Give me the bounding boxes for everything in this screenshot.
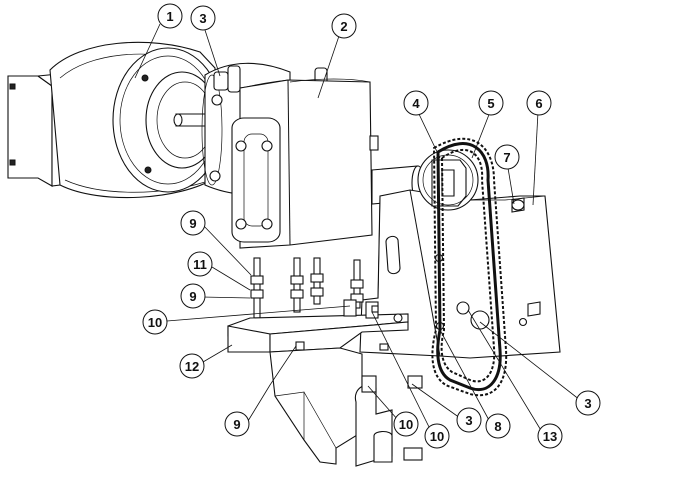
callout-circle [403, 90, 429, 116]
callout-circle [224, 411, 250, 437]
callout-circle [187, 251, 213, 277]
callout-number: 8 [494, 419, 501, 434]
callout-number: 13 [543, 429, 557, 444]
callout-3-top: 3 [190, 5, 216, 31]
callout-number: 11 [193, 257, 207, 272]
callout-number: 10 [430, 429, 444, 444]
threaded-studs [250, 257, 364, 319]
callout-9-upper: 9 [180, 210, 206, 236]
callout-number: 3 [465, 413, 472, 428]
callout-number: 3 [199, 11, 206, 26]
callout-1: 1 [157, 3, 183, 29]
callout-10-left: 10 [142, 309, 168, 335]
callout-13: 13 [537, 423, 563, 449]
callout-6: 6 [526, 90, 552, 116]
callout-10-bottom: 10 [424, 423, 450, 449]
callout-number: 10 [148, 315, 162, 330]
callout-number: 1 [166, 9, 173, 24]
callout-number: 2 [340, 19, 347, 34]
callout-number: 9 [233, 417, 240, 432]
callout-circle [142, 309, 168, 335]
callout-2: 2 [331, 13, 357, 39]
callout-circle [424, 423, 450, 449]
callout-circle [575, 390, 601, 416]
callout-11: 11 [187, 251, 213, 277]
callout-number: 12 [185, 359, 199, 374]
callout-circle [179, 353, 205, 379]
callout-number: 6 [535, 96, 542, 111]
callout-12: 12 [179, 353, 205, 379]
callout-number: 9 [189, 289, 196, 304]
callout-circle [537, 423, 563, 449]
callout-circle [331, 13, 357, 39]
callout-circle [494, 144, 520, 170]
callout-circle [180, 210, 206, 236]
callout-circle [180, 283, 206, 309]
callout-9-middle: 9 [180, 283, 206, 309]
callout-8: 8 [485, 413, 511, 439]
roller-chain [431, 137, 508, 397]
callout-number: 3 [584, 396, 591, 411]
callout-circle [526, 90, 552, 116]
callout-bubbles: 1 3 2 4 5 6 7 9 11 9 10 12 9 10 10 3 8 1… [142, 3, 601, 449]
sprocket [417, 149, 479, 211]
callout-9-lower: 9 [224, 411, 250, 437]
callout-number: 10 [399, 417, 413, 432]
callout-circle [157, 3, 183, 29]
callout-circle [190, 5, 216, 31]
callout-circle [478, 90, 504, 116]
callout-5: 5 [478, 90, 504, 116]
base-plate [227, 299, 423, 467]
callout-circle [485, 413, 511, 439]
callout-7: 7 [494, 144, 520, 170]
mounting-bracket [359, 189, 561, 359]
callout-number: 4 [412, 96, 420, 111]
callout-3-right: 3 [575, 390, 601, 416]
callout-10-center: 10 [393, 411, 419, 437]
callout-circle [393, 411, 419, 437]
callout-number: 7 [503, 150, 510, 165]
callout-number: 9 [189, 216, 196, 231]
callout-number: 5 [487, 96, 494, 111]
callout-circle [456, 407, 482, 433]
callout-3-lower: 3 [456, 407, 482, 433]
callout-4: 4 [403, 90, 429, 116]
leader-lines [134, 23, 581, 434]
